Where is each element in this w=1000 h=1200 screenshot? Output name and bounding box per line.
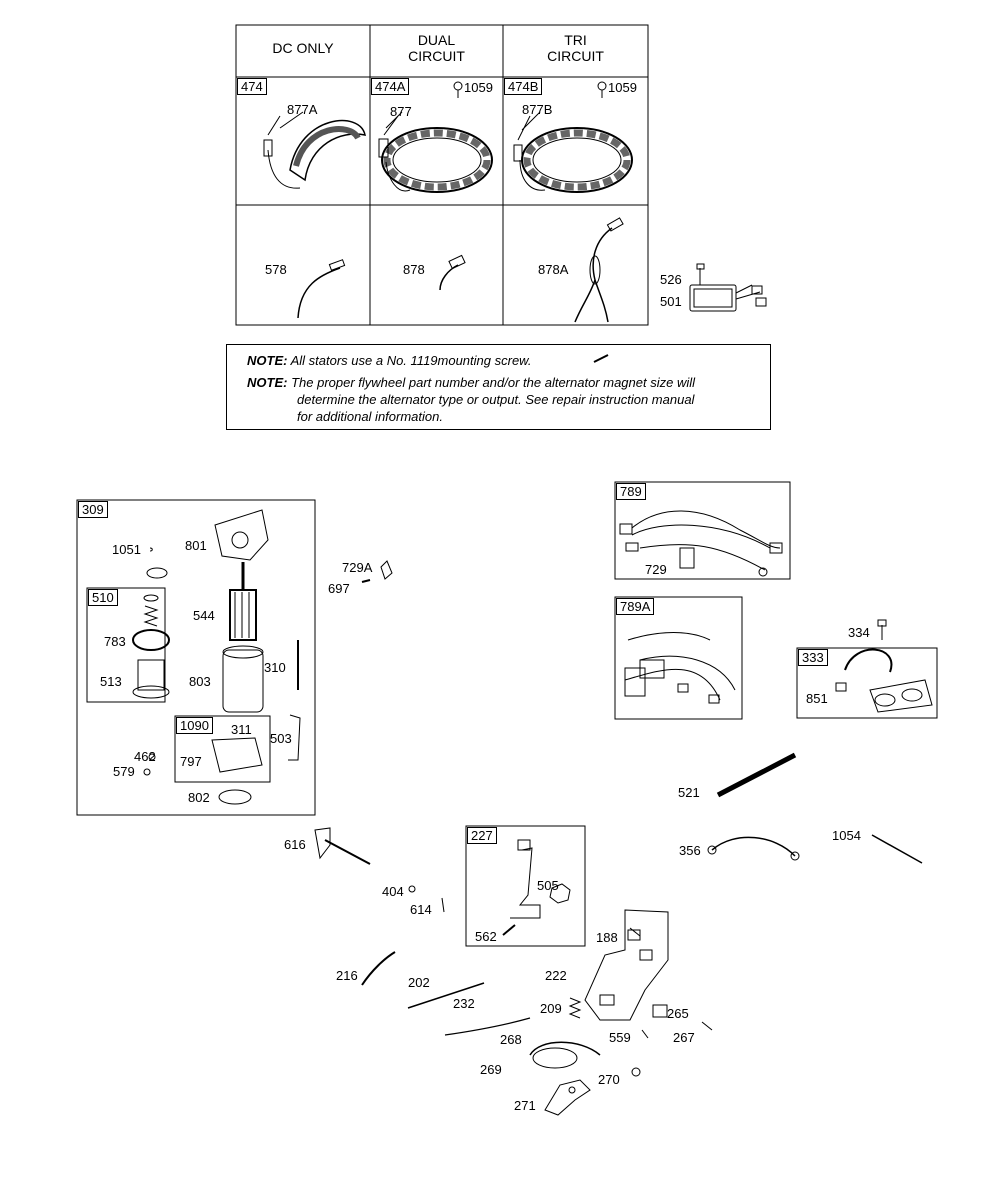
label-783: 783	[104, 634, 126, 649]
label-1059-tri: 1059	[608, 80, 637, 95]
label-544: 544	[193, 608, 215, 623]
label-877B: 877B	[522, 102, 553, 117]
regulator-drawing	[689, 263, 767, 312]
label-310: 310	[264, 660, 286, 675]
wire-878-drawing	[439, 264, 459, 291]
label-202: 202	[408, 975, 430, 990]
label-877: 877	[390, 104, 412, 119]
header-tri-circuit: TRI CIRCUIT	[547, 32, 604, 64]
label-503: 503	[270, 731, 292, 746]
tag-1090: 1090	[176, 717, 213, 734]
label-1059-dual: 1059	[464, 80, 493, 95]
stator-dc-only-drawing	[263, 115, 366, 189]
stator-tri-circuit-drawing	[513, 115, 633, 193]
label-513: 513	[100, 674, 122, 689]
label-1054: 1054	[832, 828, 861, 843]
label-579: 579	[113, 764, 135, 779]
label-729A: 729A	[342, 560, 373, 575]
drive-513-drawing	[137, 659, 165, 691]
label-265: 265	[667, 1006, 689, 1021]
label-851: 851	[806, 691, 828, 706]
label-803: 803	[189, 674, 211, 689]
tag-474B: 474B	[504, 78, 543, 95]
label-334: 334	[848, 625, 870, 640]
note-line-1: NOTE: All stators use a No. 1119mounting…	[247, 353, 531, 369]
spring-drawing	[143, 605, 159, 627]
tag-227: 227	[467, 827, 497, 844]
rod-521-drawing	[716, 752, 797, 798]
control-bracket-222-drawing	[584, 909, 669, 1021]
note-label-1: NOTE:	[247, 353, 288, 368]
armature-544-drawing	[229, 562, 257, 641]
note-text-2b: determine the alternator type or output.…	[297, 392, 695, 407]
label-802: 802	[188, 790, 210, 805]
label-216: 216	[336, 968, 358, 983]
label-697: 697	[328, 581, 350, 596]
note-box: NOTE: All stators use a No. 1119mounting…	[226, 344, 771, 430]
starter-housing-803-drawing	[222, 649, 264, 713]
label-271: 271	[514, 1098, 536, 1113]
label-877A: 877A	[287, 102, 318, 117]
label-209: 209	[540, 1001, 562, 1016]
label-878: 878	[403, 262, 425, 277]
label-521: 521	[678, 785, 700, 800]
tag-474A: 474A	[371, 78, 410, 95]
note-text-2a: The proper flywheel part number and/or t…	[291, 375, 696, 390]
label-501: 501	[660, 294, 682, 309]
header-dual-circuit: DUAL CIRCUIT	[408, 32, 465, 64]
label-616: 616	[284, 837, 306, 852]
label-311: 311	[231, 722, 252, 737]
label-267: 267	[673, 1030, 695, 1045]
tag-789: 789	[616, 483, 646, 500]
label-526: 526	[660, 272, 682, 287]
label-578: 578	[265, 262, 287, 277]
note-text-2c: for additional information.	[297, 409, 443, 424]
label-270: 270	[598, 1072, 620, 1087]
starter-end-cap-801-drawing	[214, 509, 269, 561]
label-269: 269	[480, 1062, 502, 1077]
note-line-2: NOTE: The proper flywheel part number an…	[247, 375, 695, 391]
tag-309: 309	[78, 501, 108, 518]
label-1051: 1051	[112, 542, 141, 557]
label-356: 356	[679, 843, 701, 858]
tag-789A: 789A	[616, 598, 655, 615]
label-614: 614	[410, 902, 432, 917]
label-222: 222	[545, 968, 567, 983]
label-232: 232	[453, 996, 475, 1011]
label-797: 797	[180, 754, 202, 769]
wire-578-drawing	[297, 267, 341, 319]
label-878A: 878A	[538, 262, 569, 277]
plate-802-drawing	[218, 789, 252, 805]
gear-783-drawing	[132, 629, 170, 651]
label-268: 268	[500, 1032, 522, 1047]
tag-474: 474	[237, 78, 267, 95]
stator-table-frame	[235, 24, 649, 326]
label-559: 559	[609, 1030, 631, 1045]
tag-333: 333	[798, 649, 828, 666]
label-404: 404	[382, 884, 404, 899]
header-dc-only: DC ONLY	[272, 40, 334, 56]
label-505: 505	[537, 878, 559, 893]
label-729: 729	[645, 562, 667, 577]
note-text-1: All stators use a No. 1119mounting screw…	[290, 353, 532, 368]
label-562: 562	[475, 929, 497, 944]
tag-510: 510	[88, 589, 118, 606]
stator-dual-circuit-drawing	[378, 115, 493, 193]
note-label-2: NOTE:	[247, 375, 288, 390]
solenoid-311-drawing	[211, 737, 263, 773]
label-801: 801	[185, 538, 207, 553]
label-462: 462	[134, 749, 156, 764]
label-188: 188	[596, 930, 618, 945]
wire-878A-drawing	[574, 227, 613, 323]
